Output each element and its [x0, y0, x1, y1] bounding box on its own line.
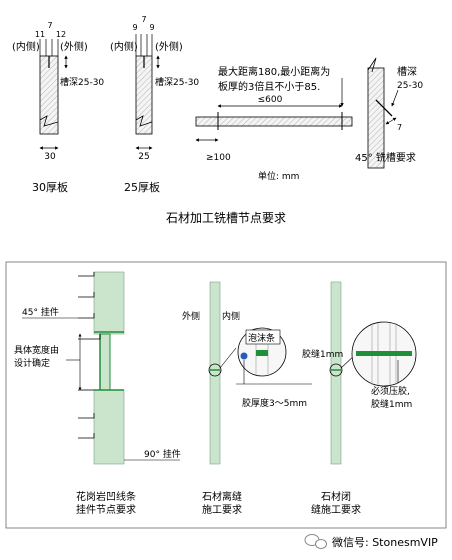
panel-open-joint: 外侧 内侧 泡沫条 胶厚度3～5mm 石材离缝 施工要求: [182, 281, 312, 516]
caption-b2-line-2: 施工要求: [202, 503, 242, 516]
granite-recess: [99, 333, 111, 391]
wechat-icon: [304, 534, 327, 549]
seam-label: 胶缝1mm: [302, 348, 343, 360]
dim-top-c: 9: [149, 23, 154, 32]
width-note-line-1: 具体宽度由: [14, 344, 59, 356]
dim-top-a: 11: [35, 30, 45, 39]
granite-top-part: [93, 271, 125, 335]
press-glue-line-1: 必须压胶,: [371, 385, 410, 397]
panel-30mm-slab: 11 7 12 (内侧) (外侧) 槽深25-30 30 30厚板: [12, 21, 104, 194]
groove-dim-label: 7: [397, 123, 402, 132]
foam-strip-label: 泡沫条: [248, 332, 275, 344]
caption-b1-line-2: 挂件节点要求: [76, 503, 136, 516]
thickness-label: 30: [44, 152, 56, 162]
panel-slot-spacing: 最大距离180,最小距离为 板厚的3倍且不小于85. ≤600 ≥100 单位:…: [195, 65, 353, 182]
bottom-frame: [5, 261, 447, 529]
thickness-label: 25: [138, 152, 149, 162]
panel-closed-joint: 胶缝1mm 必须压胶, 胶缝1mm 石材闭 缝施工要求: [302, 281, 417, 516]
groove-depth-label: 槽深25-30: [60, 76, 104, 88]
caption-45-groove: 45° 铣槽要求: [355, 151, 416, 164]
outer-label: (外侧): [60, 40, 88, 53]
panel-granite-groove: 45° 挂件 具体宽度由 设计确定 90° 挂件 花岗岩凹线条 挂件节点要求: [14, 271, 181, 516]
dim-top-b: 7: [47, 21, 52, 30]
groove-depth-line-1: 槽深: [397, 65, 417, 78]
dim-top-a: 9: [132, 23, 137, 32]
caption-b3-line-2: 缝施工要求: [311, 503, 361, 516]
unit-label: 单位: mm: [258, 170, 299, 182]
inner-label: (内侧): [12, 40, 40, 53]
groove-depth-label: 槽深25-30: [155, 76, 199, 88]
inner-label: (内侧): [110, 40, 138, 53]
min-dim-label: ≥100: [206, 153, 231, 163]
inner-side-label: 内侧: [222, 310, 240, 322]
outer-side-label: 外侧: [182, 310, 200, 322]
caption-b1-line-1: 花岗岩凹线条: [76, 490, 136, 503]
watermark: 微信号: StonesmVIP: [304, 534, 438, 549]
caption-b3-line-1: 石材闭: [321, 490, 351, 503]
width-note-line-2: 设计确定: [14, 357, 50, 369]
stone-strip: [209, 281, 221, 465]
hanger-45-label: 45° 挂件: [22, 306, 59, 318]
dim-top-b: 7: [141, 15, 146, 24]
slab-section: [367, 67, 385, 169]
panel-45deg-groove: 槽深 25-30 7 45° 铣槽要求: [355, 57, 423, 169]
dim-top-c: 12: [56, 30, 66, 39]
slab-plan: [195, 116, 353, 127]
outer-label: (外侧): [155, 40, 183, 53]
max-dim-label: ≤600: [258, 95, 283, 105]
stone-strip: [330, 281, 342, 465]
caption-30mm: 30厚板: [32, 180, 68, 194]
watermark-text: 微信号: StonesmVIP: [332, 535, 438, 549]
caption-b2-line-1: 石材离缝: [202, 490, 242, 503]
glue-thickness-label: 胶厚度3～5mm: [242, 397, 307, 409]
note-line-1: 最大距离180,最小距离为: [218, 65, 330, 78]
caption-25mm: 25厚板: [124, 180, 160, 194]
granite-bottom-part: [93, 389, 125, 465]
foam-label-box: [245, 329, 281, 345]
panel-25mm-slab: 9 7 9 (内侧) (外侧) 槽深25-30 25 25厚板: [110, 15, 199, 194]
groove-depth-line-2: 25-30: [397, 81, 423, 91]
note-line-2: 板厚的3倍且不小于85.: [218, 80, 320, 93]
press-glue-line-2: 胶缝1mm: [371, 398, 412, 410]
section-title: 石材加工铣槽节点要求: [166, 211, 286, 225]
hanger-90-label: 90° 挂件: [144, 448, 181, 460]
